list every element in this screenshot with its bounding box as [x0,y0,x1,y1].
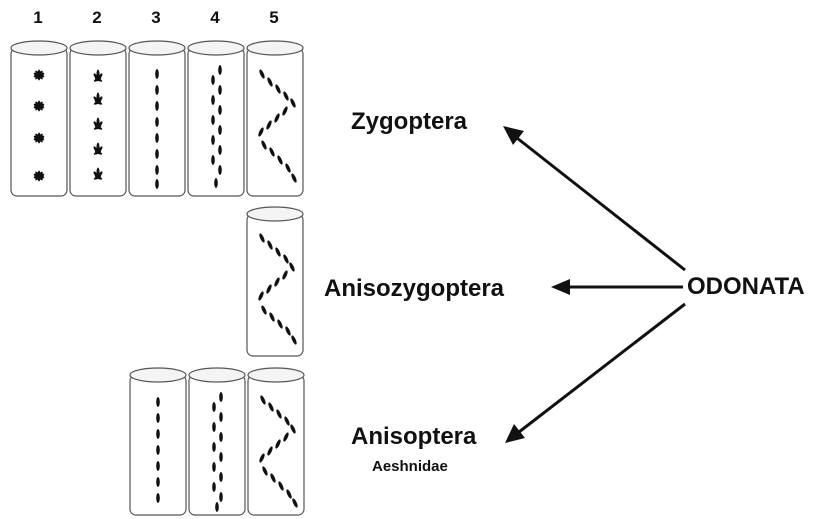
cylinder-zygoptera-col4 [187,40,245,197]
cylinder-anisozygoptera-col5 [246,206,304,357]
cylinder-anisoptera-col4 [188,367,246,516]
label-aeshnidae: Aeshnidae [372,458,448,475]
label-anisozygoptera: Anisozygoptera [324,275,505,302]
cylinder-anisoptera-col5 [247,367,305,516]
column-number-5: 5 [269,8,278,27]
column-number-4: 4 [210,8,220,27]
cylinder-anisoptera-col3 [129,367,187,516]
arrow-to-zygoptera [503,126,686,272]
arrow-to-anisoptera [505,302,686,443]
column-number-3: 3 [151,8,160,27]
column-number-1: 1 [33,8,42,27]
cylinder-zygoptera-col5 [246,40,304,197]
label-odonata: ODONATA [687,273,805,300]
cylinder-zygoptera-col1 [10,40,68,197]
column-number-2: 2 [92,8,101,27]
arrow-to-anisozygoptera [551,279,683,295]
label-zygoptera: Zygoptera [351,108,468,135]
cylinder-zygoptera-col2 [69,40,127,197]
label-anisoptera: Anisoptera [351,423,477,450]
cylinder-zygoptera-col3 [128,40,186,197]
